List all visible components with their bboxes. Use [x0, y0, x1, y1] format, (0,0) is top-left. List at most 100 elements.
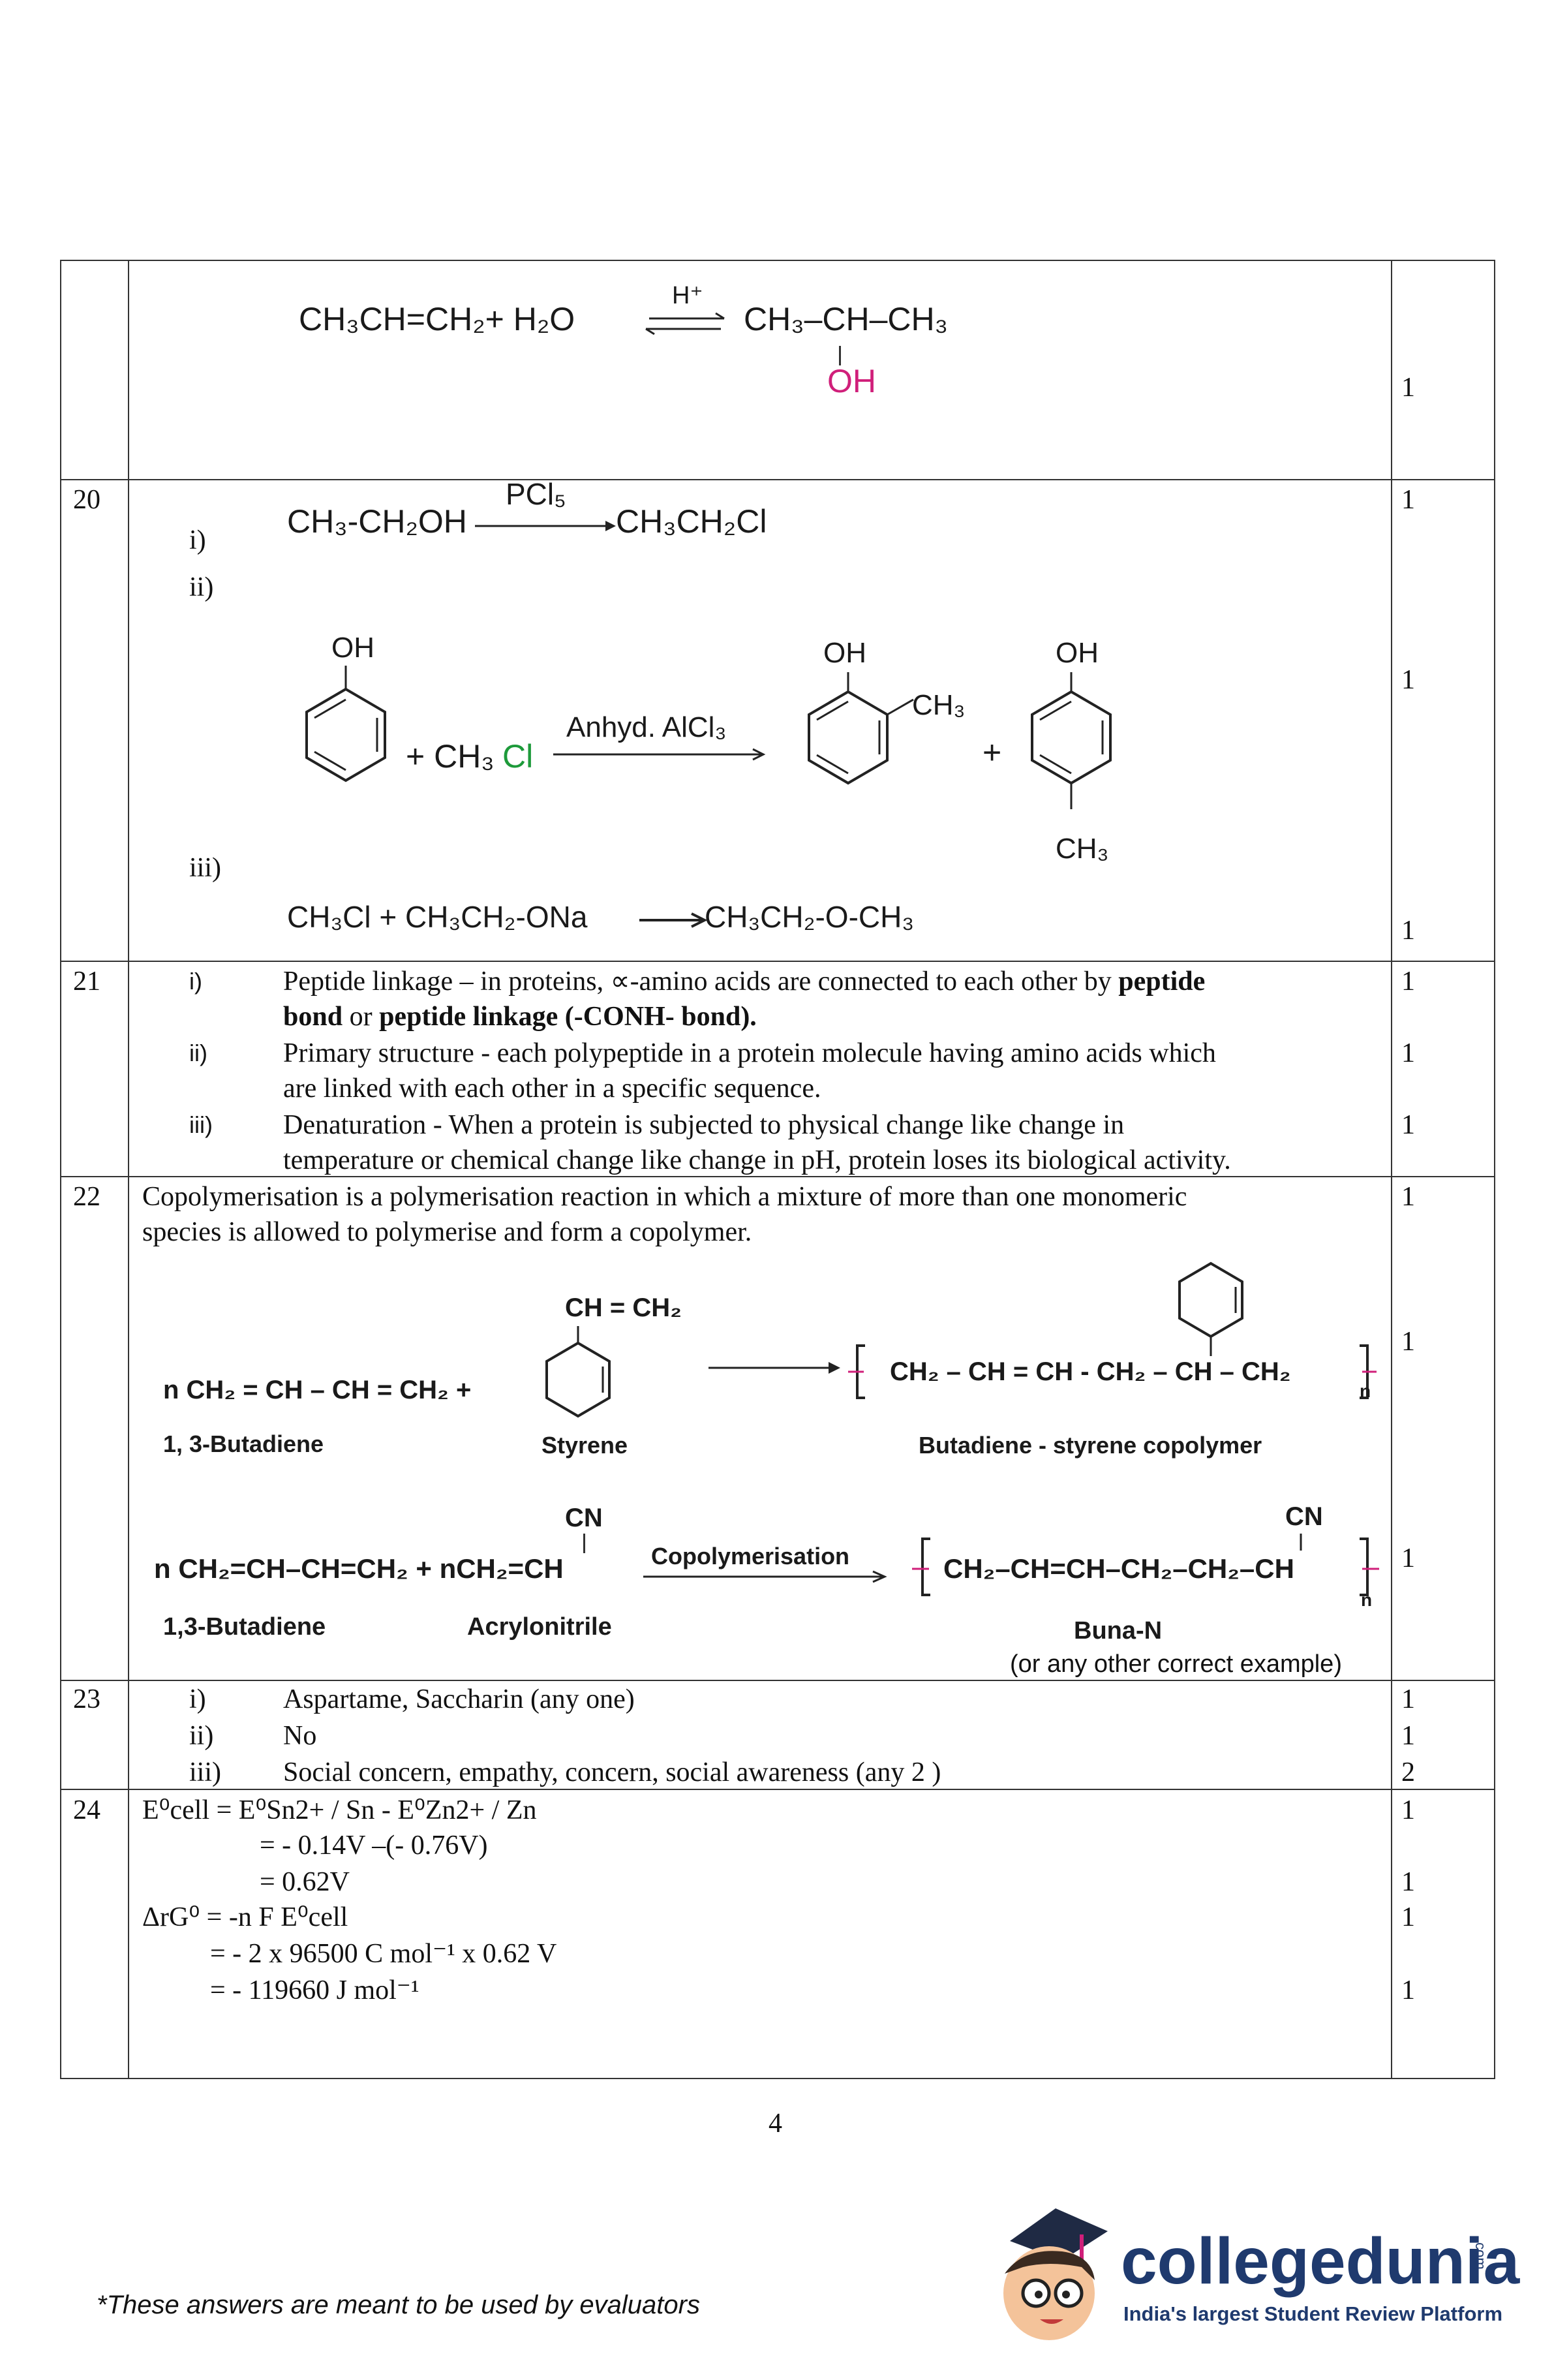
s2-lbl2: Acrylonitrile [467, 1613, 612, 1641]
r23-iii-mark: 2 [1401, 1757, 1415, 1787]
page-number: 4 [769, 2109, 782, 2139]
r23-iii-text: Social concern, empathy, concern, social… [283, 1757, 941, 1787]
benzene-ring-icon [808, 672, 914, 785]
s2-product: CH₂–CH=CH–CH₂–CH₂–CH [943, 1553, 1294, 1584]
benzene-ring-icon [1031, 672, 1112, 809]
arrow-icon [708, 1362, 840, 1374]
r20-ii-cl: Cl [502, 738, 534, 775]
r21-i-line1: Peptide linkage – in proteins, ∝-amino a… [283, 966, 1206, 997]
r20-i-reactant: CH₃-CH₂OH [287, 503, 467, 540]
r21-iii-mark: 1 [1401, 1110, 1415, 1140]
r24-line2: = - 0.14V –(- 0.76V) [260, 1831, 488, 1861]
r21-ii-mark: 1 [1401, 1038, 1415, 1068]
r20-ii-oh1: OH [331, 632, 374, 664]
logo-tagline: India's largest Student Review Platform [1123, 2302, 1503, 2325]
arrow-icon [553, 748, 766, 761]
r20-ii-label: ii) [189, 572, 214, 602]
r19-left: CH₃CH=CH₂+ H₂O [299, 301, 575, 337]
r20-ii-oh3: OH [1056, 637, 1099, 669]
r20-i-mark: 1 [1401, 485, 1415, 515]
mascot-icon [1003, 2208, 1108, 2340]
footer-note: *These answers are meant to be used by e… [97, 2291, 700, 2319]
bond-line [839, 346, 841, 365]
r21-iii-line2: temperature or chemical change like chan… [283, 1145, 1231, 1175]
bracket-icon [848, 1344, 1377, 1399]
r19-mark: 1 [1401, 373, 1415, 403]
arrow-icon [639, 912, 708, 928]
r21-iii-label: iii) [189, 1111, 213, 1138]
r24-mark1: 1 [1401, 1795, 1415, 1825]
r20-iii-eq: CH₃Cl + CH₃CH₂-ONa [287, 900, 588, 934]
r24-line3: = 0.62V [260, 1867, 350, 1897]
r23-i-label: i) [189, 1684, 206, 1714]
s2-n: n [1361, 1590, 1373, 1610]
r24-line5: = - 2 x 96500 C mol⁻¹ x 0.62 V [210, 1939, 557, 1969]
benzene-ring-icon [1178, 1261, 1243, 1356]
r24-line4: ΔrG⁰ = -n F E⁰cell [142, 1902, 348, 1932]
r22-mark1: 1 [1401, 1182, 1415, 1212]
s2-reactant: n CH₂=CH–CH=CH₂ + nCH₂=CH [154, 1553, 564, 1584]
row-number: 23 [73, 1684, 100, 1714]
row-number: 20 [73, 485, 100, 515]
r20-ii-plus1: + CH₃ [406, 738, 495, 775]
r20-iii-label: iii) [189, 853, 221, 883]
r24-mark4: 1 [1401, 1902, 1415, 1932]
row-number: 24 [73, 1795, 100, 1825]
s1-styrene-top: CH = CH₂ [565, 1293, 682, 1322]
r24-mark3: 1 [1401, 1867, 1415, 1897]
row-number: 21 [73, 966, 100, 997]
r21-ii-line2: are linked with each other in a specific… [283, 1074, 821, 1104]
r20-iii-mark: 1 [1401, 916, 1415, 946]
r23-ii-label: ii) [189, 1721, 214, 1751]
r23-i-text: Aspartame, Saccharin (any one) [283, 1684, 635, 1714]
r22-mark3: 1 [1401, 1543, 1415, 1573]
r20-ii-ch3b: CH₃ [1056, 833, 1109, 865]
s2-lbl1: 1,3-Butadiene [163, 1613, 326, 1641]
row-number: 22 [73, 1182, 100, 1212]
s1-lbl3: Butadiene - styrene copolymer [919, 1432, 1262, 1459]
r24-line1: E⁰cell = E⁰Sn2+ / Sn - E⁰Zn2+ / Zn [142, 1795, 537, 1825]
r23-ii-mark: 1 [1401, 1721, 1415, 1751]
r20-i-reagent: PCl₅ [506, 477, 566, 511]
r24-line6: = - 119660 J mol⁻¹ [210, 1975, 419, 2005]
r22-line2: species is allowed to polymerise and for… [142, 1217, 752, 1247]
r20-ii-oh2: OH [823, 637, 866, 669]
r20-ii-ch3a: CH₃ [912, 689, 966, 721]
r20-iii-product: CH₃CH₂-O-CH₃ [705, 900, 915, 934]
logo-dotcom: .com [1472, 2238, 1489, 2270]
r22-mark2: 1 [1401, 1327, 1415, 1357]
r19-cond: H⁺ [672, 282, 703, 309]
r19-oh: OH [827, 363, 876, 399]
r23-ii-text: No [283, 1721, 317, 1751]
r21-ii-line1: Primary structure - each polypeptide in … [283, 1038, 1216, 1068]
bracket-icon [912, 1534, 1379, 1596]
r20-i-product: CH₃CH₂Cl [616, 503, 767, 540]
s2-cond: Copolymerisation [651, 1543, 850, 1569]
s2-cn2: CN [1285, 1502, 1323, 1531]
s1-lbl2: Styrene [541, 1432, 628, 1459]
r21-iii-line1: Denaturation - When a protein is subject… [283, 1110, 1125, 1140]
r21-i-mark: 1 [1401, 966, 1415, 997]
r21-ii-label: ii) [189, 1040, 207, 1066]
logo-text: collegedunia [1121, 2225, 1520, 2298]
r22-note: (or any other correct example) [1010, 1650, 1342, 1678]
r23-i-mark: 1 [1401, 1684, 1415, 1714]
s2-lbl3: Buna-N [1074, 1617, 1163, 1645]
r22-line1: Copolymerisation is a polymerisation rea… [142, 1182, 1187, 1212]
s1-n: n [1360, 1381, 1371, 1401]
r23-iii-label: iii) [189, 1757, 221, 1787]
r19-product: CH₃–CH–CH₃ [744, 301, 948, 337]
r21-i-label: i) [189, 968, 202, 995]
r20-ii-mark: 1 [1401, 665, 1415, 695]
equilibrium-arrow-icon [645, 312, 725, 335]
r20-ii-plus2: + [983, 734, 1002, 771]
s1-product: CH₂ – CH = CH - CH₂ – CH – CH₂ [890, 1357, 1291, 1386]
benzene-ring-icon [305, 666, 386, 782]
arrow-icon [643, 1570, 887, 1583]
arrow-icon [475, 521, 616, 531]
bond-line [583, 1534, 585, 1553]
r20-ii-cond: Anhyd. AlCl₃ [566, 711, 727, 743]
r21-i-line2: bond or peptide linkage (-CONH- bond). [283, 1002, 757, 1032]
r20-i-label: i) [189, 525, 206, 555]
s2-cn1: CN [565, 1504, 603, 1532]
